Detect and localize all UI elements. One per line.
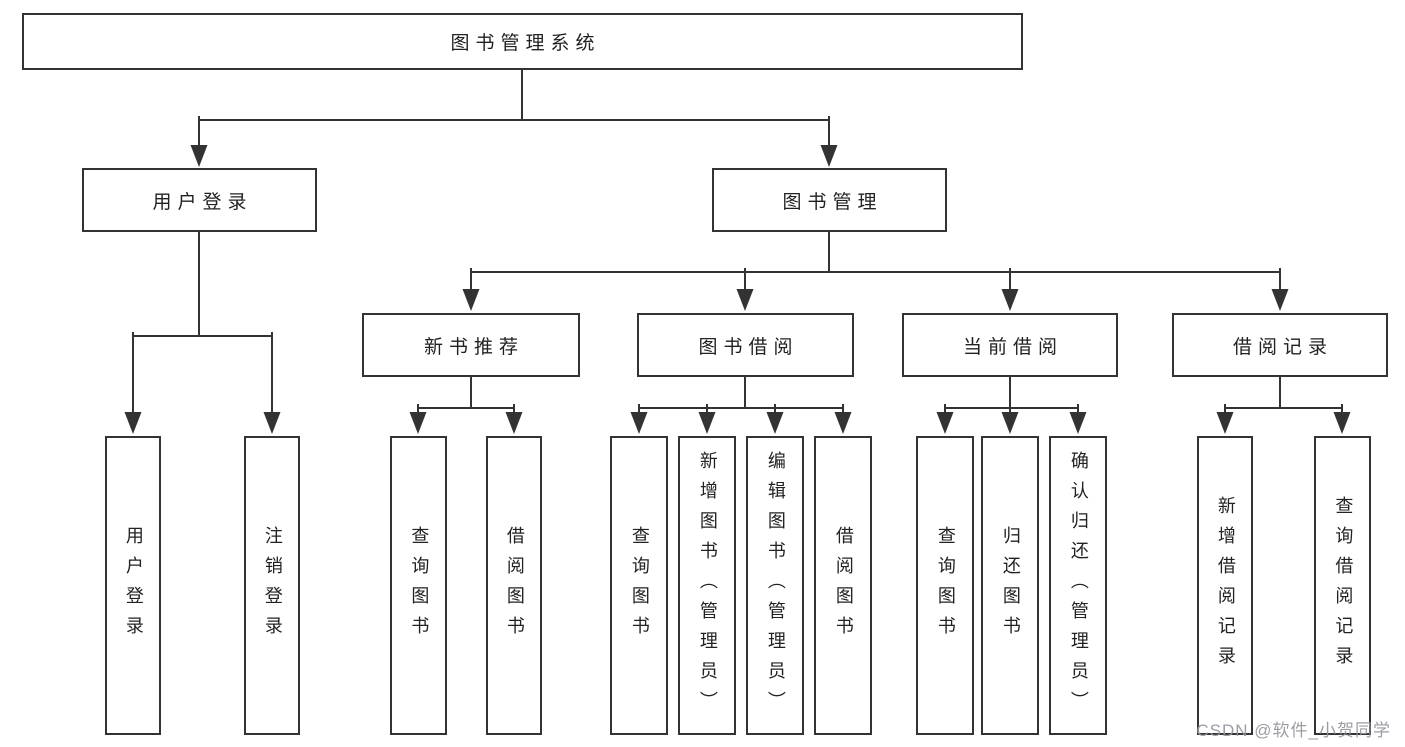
leaf-add-borrow-record: 新增借阅记录: [1197, 436, 1253, 735]
leaf-user-login: 用户登录: [105, 436, 161, 735]
node-borrow-records: 借阅记录: [1172, 313, 1388, 377]
leaf-query-books-current: 查询图书: [916, 436, 974, 735]
leaf-label: 借阅图书: [504, 525, 525, 646]
node-label: 图书管理系统: [450, 33, 601, 54]
leaf-query-books-recommend: 查询图书: [390, 436, 447, 735]
node-new-book-recommend: 新书推荐: [362, 313, 580, 377]
node-user-login: 用户登录: [82, 168, 317, 232]
leaf-label: 查询图书: [629, 525, 650, 646]
leaf-edit-book-admin: 编辑图书（管理员）: [746, 436, 804, 735]
node-label: 当前借阅: [962, 336, 1063, 358]
node-label: 用户登录: [152, 191, 253, 213]
leaf-label: 确认归还（管理员）: [1068, 450, 1089, 721]
leaf-confirm-return-admin: 确认归还（管理员）: [1049, 436, 1107, 735]
node-label: 图书管理: [782, 191, 883, 213]
leaf-label: 查询借阅记录: [1333, 495, 1354, 676]
leaf-label: 借阅图书: [833, 525, 854, 646]
leaf-label: 查询图书: [409, 525, 430, 646]
leaf-logout: 注销登录: [244, 436, 300, 735]
node-label: 新书推荐: [423, 336, 524, 358]
leaf-label: 查询图书: [935, 525, 956, 646]
leaf-query-borrow-record: 查询借阅记录: [1314, 436, 1371, 735]
leaf-borrow-books-recommend: 借阅图书: [486, 436, 542, 735]
leaf-label: 注销登录: [262, 525, 283, 646]
leaf-label: 归还图书: [1000, 525, 1021, 646]
arrowheads: [124, 145, 1351, 434]
leaf-return-book: 归还图书: [981, 436, 1039, 735]
node-book-borrow: 图书借阅: [637, 313, 854, 377]
leaf-label: 新增图书（管理员）: [697, 450, 718, 721]
leaf-label: 编辑图书（管理员）: [765, 450, 786, 721]
node-library-system: 图书管理系统: [22, 13, 1023, 70]
leaf-label: 新增借阅记录: [1215, 495, 1236, 676]
node-label: 借阅记录: [1232, 336, 1333, 358]
leaf-borrow-books: 借阅图书: [814, 436, 872, 735]
leaf-label: 用户登录: [123, 525, 144, 646]
leaf-add-book-admin: 新增图书（管理员）: [678, 436, 736, 735]
node-book-management: 图书管理: [712, 168, 947, 232]
node-current-borrow: 当前借阅: [902, 313, 1118, 377]
leaf-query-books-borrow: 查询图书: [610, 436, 668, 735]
node-label: 图书借阅: [698, 336, 799, 358]
watermark: CSDN @软件_小贺同学: [1196, 721, 1391, 740]
